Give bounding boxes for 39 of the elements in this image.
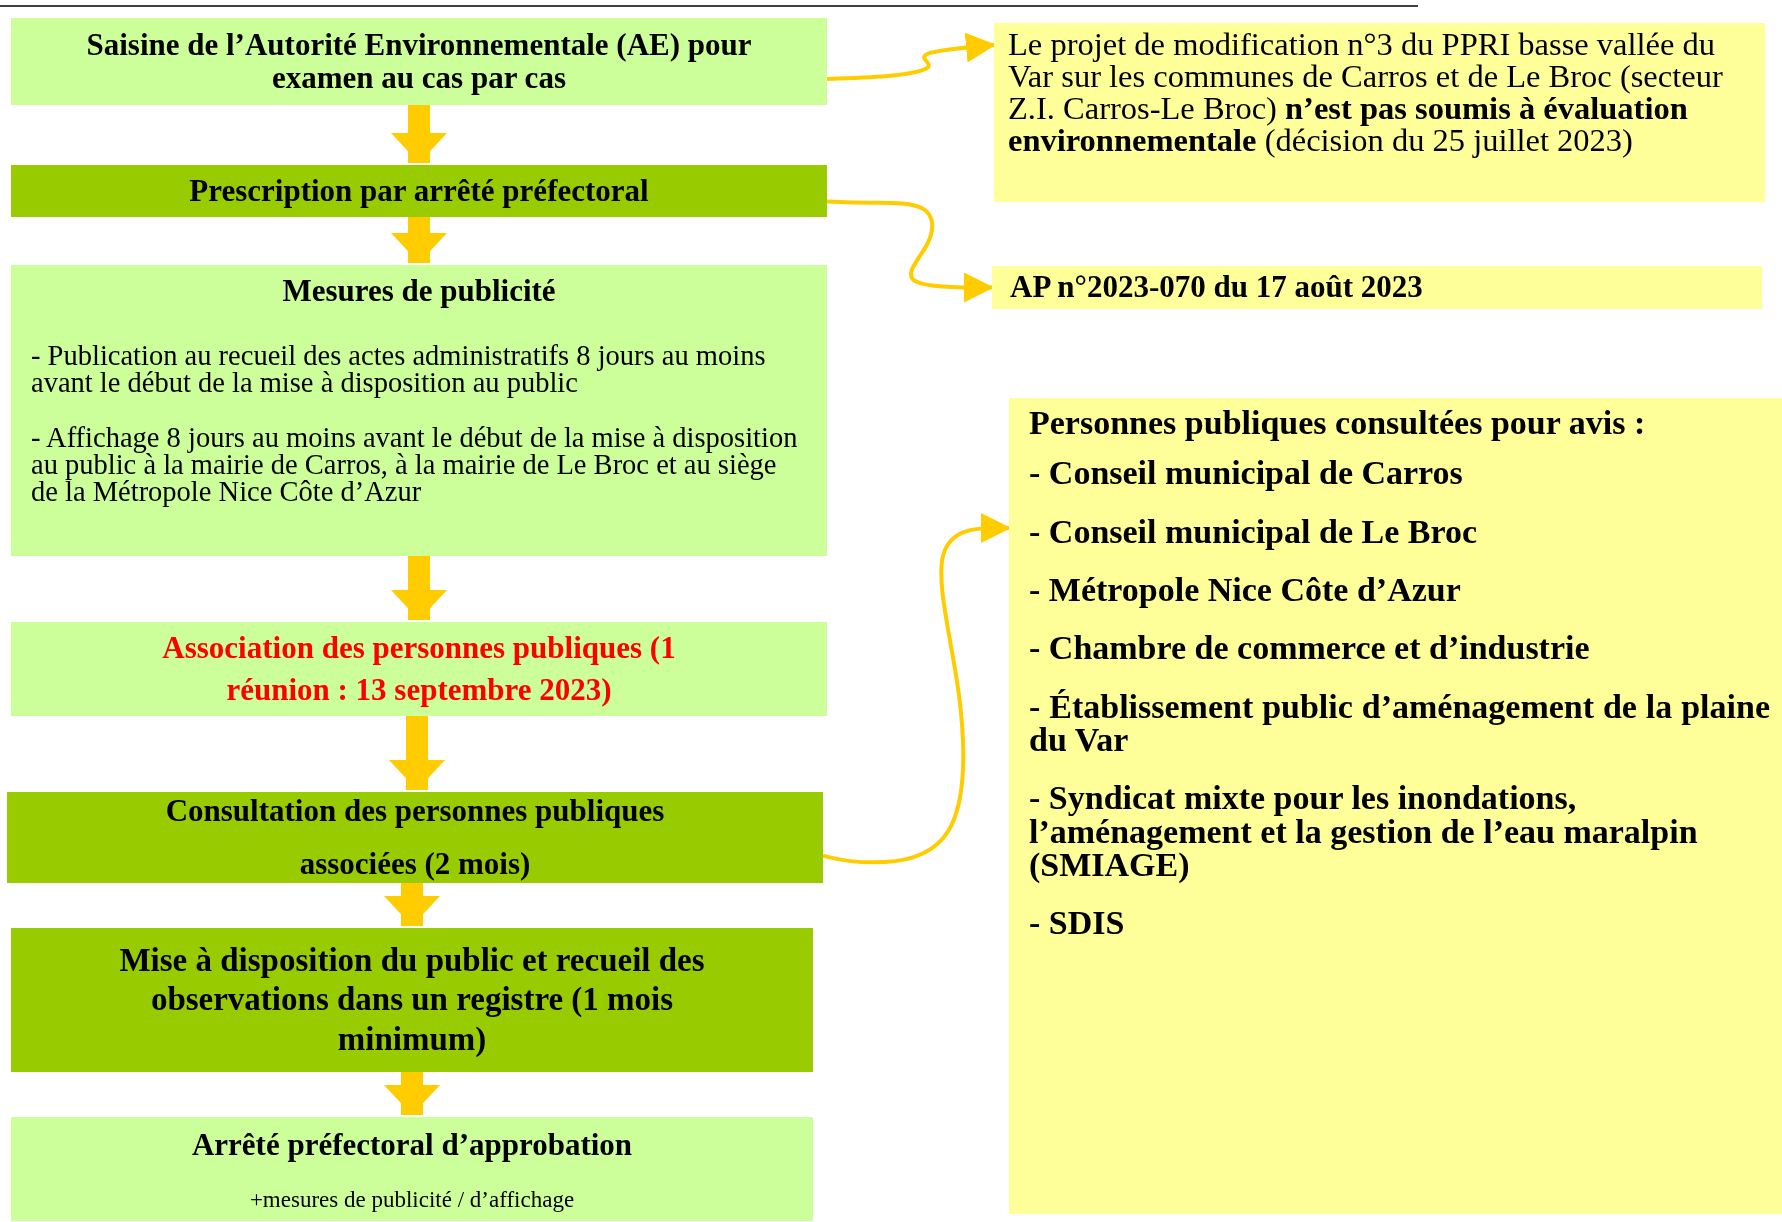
process-box	[11, 265, 827, 556]
curved-arrow	[822, 513, 1011, 865]
description-text: - Affichage 8 jours au moins avant le début de la mise à disposition au public à la mairie de Carros, à la mairie de Le Broc et au siège de la Métropole Nice Côte d’Azur	[31, 423, 799, 505]
step-text: Consultation des personnes publiques associées (2 mois)	[164, 791, 666, 883]
step-text: Association des personnes publiques (1 réunion : 13 septembre 2023)	[161, 629, 677, 709]
list-item: - Chambre de commerce et d’industrie	[1029, 631, 1591, 665]
list-item: - SDIS	[1029, 906, 1126, 940]
list-item: - Métropole Nice Côte d’Azur	[1029, 572, 1462, 607]
block-arrow	[391, 217, 447, 263]
note-text: +mesures de publicité / d’affichage	[248, 1187, 576, 1212]
step-text: Prescription par arrêté préfectoral	[188, 174, 650, 208]
list-item: - Conseil municipal de Le Broc	[1029, 514, 1478, 548]
block-arrow	[389, 716, 445, 790]
process-box	[11, 18, 827, 105]
list-item: - Établissement public d’aménagement de la plaine du Var	[1029, 689, 1770, 757]
process-box	[1009, 398, 1782, 1214]
curved-arrow	[826, 32, 996, 81]
process-box	[992, 266, 1762, 309]
process-box	[11, 622, 827, 716]
process-box	[7, 792, 823, 883]
process-box	[11, 928, 813, 1072]
block-arrow	[391, 105, 447, 163]
decision-text: Le projet de modification n°3 du PPRI basse vallée du Var sur les communes de Carros et de Le Broc (secteur Z.I. Carros-Le Broc) n’est pas soumis à évaluation environnementale (décision du 25 juillet 2023)	[1008, 29, 1724, 157]
process-box	[11, 165, 827, 217]
process-box	[11, 1117, 813, 1221]
list-item: - Syndicat mixte pour les inondations, l’aménagement et la gestion de l’eau maralpin (SMIAGE)	[1029, 781, 1699, 882]
curved-arrow	[826, 199, 994, 303]
process-box	[994, 23, 1765, 202]
description-text: - Publication au recueil des actes administratifs 8 jours au moins avant le début de la mise à disposition au public	[31, 341, 767, 396]
step-text: Mise à disposition du public et recueil des observations dans un registre (1 mois minimum)	[118, 940, 706, 1059]
block-arrow	[384, 883, 440, 926]
block-arrow	[391, 556, 447, 620]
reference-text: AP n°2023-070 du 17 août 2023	[1010, 271, 1424, 304]
step-heading: Mesures de publicité	[281, 275, 557, 308]
step-text: Saisine de l’Autorité Environnementale (AE) pour examen au cas par cas	[85, 28, 753, 95]
list-item: - Conseil municipal de Carros	[1029, 456, 1464, 490]
step-heading: Arrêté préfectoral d’approbation	[190, 1129, 634, 1162]
block-arrow	[384, 1072, 440, 1115]
list-heading: Personnes publiques consultées pour avis :	[1029, 406, 1647, 440]
